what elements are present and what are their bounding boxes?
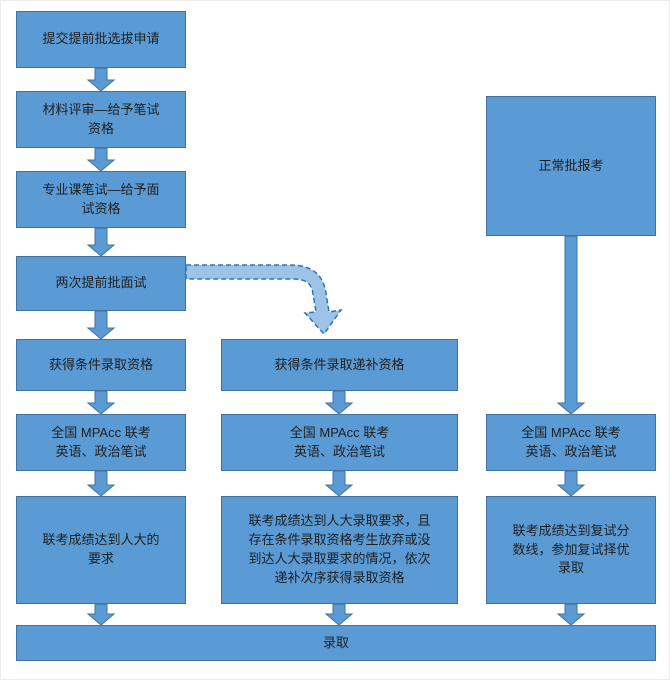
node-normal-batch-application: 正常批报考 [486, 96, 656, 236]
node-professional-written-test: 专业课笔试—给予面 试资格 [16, 171, 186, 228]
down-arrow-supp-3 [324, 603, 354, 626]
node-early-national-exam: 全国 MPAcc 联考 英语、政治笔试 [16, 414, 186, 471]
down-arrow-early-3 [86, 227, 116, 257]
down-arrow-early-5 [86, 390, 116, 415]
node-material-review: 材料评审—给予笔试 资格 [16, 91, 186, 148]
down-arrow-early-1 [86, 67, 116, 92]
down-arrow-normal-3 [556, 603, 586, 626]
down-arrow-early-7 [86, 603, 116, 626]
node-conditional-admission-qualification: 获得条件录取资格 [16, 339, 186, 391]
node-normal-score-requirement: 联考成绩达到复试分 数线，参加复试择优 录取 [486, 496, 656, 604]
down-arrow-normal-2 [556, 470, 586, 497]
down-arrow-normal-long [556, 235, 586, 415]
down-arrow-early-2 [86, 147, 116, 172]
down-arrow-supp-2 [324, 470, 354, 497]
node-early-score-requirement: 联考成绩达到人大的 要求 [16, 496, 186, 604]
node-submit-early-batch-application: 提交提前批选拔申请 [16, 11, 186, 68]
node-supp-score-requirement: 联考成绩达到人大录取要求，且 存在条件录取资格考生放弃或没 到达人大录取要求的情… [221, 496, 458, 604]
node-supplementary-qualification: 获得条件录取递补资格 [221, 339, 458, 391]
dashed-curved-arrow [185, 264, 343, 336]
down-arrow-early-4 [86, 310, 116, 340]
down-arrow-early-6 [86, 470, 116, 497]
node-normal-national-exam: 全国 MPAcc 联考 英语、政治笔试 [486, 414, 656, 471]
down-arrow-supp-1 [324, 390, 354, 415]
node-two-early-interviews: 两次提前批面试 [16, 256, 186, 311]
node-final-admission: 录取 [16, 625, 656, 661]
node-supp-national-exam: 全国 MPAcc 联考 英语、政治笔试 [221, 414, 458, 471]
